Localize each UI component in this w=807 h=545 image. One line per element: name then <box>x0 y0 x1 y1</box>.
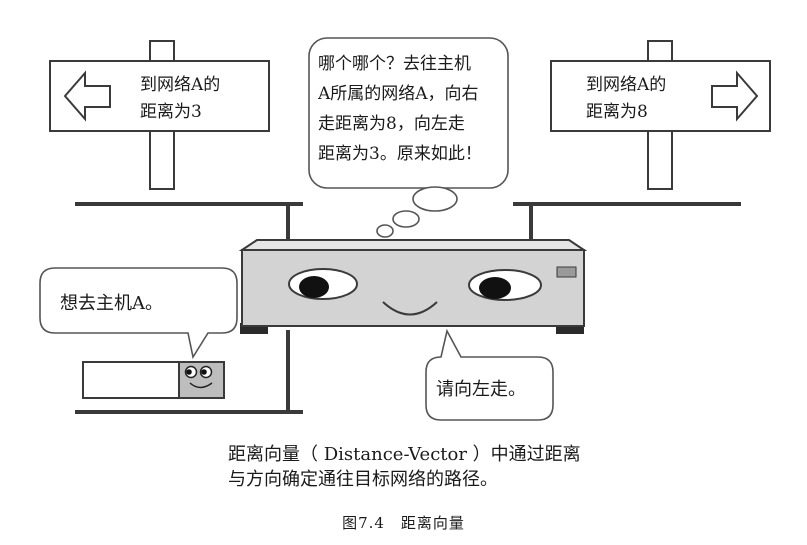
router-foot-right <box>556 323 584 334</box>
router-smile <box>382 301 438 316</box>
sign-right: 到网络A的 距离为8 <box>550 40 771 190</box>
sign-left-line2: 距离为3 <box>140 102 202 122</box>
sign-left-post-bottom <box>149 130 175 190</box>
thought-dot-medium <box>392 210 420 228</box>
host-computer <box>82 361 225 399</box>
router-indicator-light <box>556 266 577 278</box>
host-speech-box <box>39 267 238 360</box>
host-body <box>82 361 180 399</box>
host-pupil-right <box>201 369 207 375</box>
sign-right-line2: 距离为8 <box>586 102 648 122</box>
router <box>238 239 588 334</box>
host-face-panel <box>178 361 225 399</box>
sign-left-line1: 到网络A的 <box>140 75 220 95</box>
thought-line2: A所属的网络A，向右 <box>317 84 479 104</box>
router-pupil-left <box>299 276 329 298</box>
description-line2: 与方向确定通往目标网络的路径。 <box>228 469 498 490</box>
thought-dot-small <box>376 224 394 238</box>
thought-bubble: 哪个哪个？去往主机 A所属的网络A，向右 走距离为8，向左走 距离为3。原来如此… <box>308 37 509 238</box>
sign-right-line1: 到网络A的 <box>586 75 666 95</box>
thought-line4: 距离为3。原来如此！ <box>318 144 482 164</box>
sign-left: 到网络A的 距离为3 <box>49 40 270 190</box>
sign-right-post-bottom <box>647 130 673 190</box>
sign-right-post-top <box>647 40 673 62</box>
thought-line1: 哪个哪个？去往主机 <box>318 54 471 74</box>
thought-bubble-box <box>308 37 509 189</box>
thought-dot-large <box>412 186 458 212</box>
host-speech-bubble: 想去主机A。 <box>39 267 238 360</box>
left-arrow-icon <box>63 70 111 122</box>
thought-line3: 走距离为8，向左走 <box>318 114 465 134</box>
router-foot-left <box>240 323 268 334</box>
sign-left-post-top <box>149 40 175 62</box>
router-pupil-right <box>479 277 511 299</box>
host-speech-text: 想去主机A。 <box>60 293 163 314</box>
description-line1: 距离向量（ Distance-Vector ）中通过距离 <box>228 444 581 465</box>
router-speech-text: 请向左走。 <box>436 379 526 400</box>
router-speech-box <box>425 328 554 421</box>
right-arrow-icon <box>711 70 759 122</box>
router-top-face <box>238 239 588 251</box>
host-smile <box>189 382 213 389</box>
figure-caption: 图7.4 距离向量 <box>342 514 465 532</box>
router-speech-bubble: 请向左走。 <box>425 328 554 421</box>
host-pupil-left <box>186 369 192 375</box>
network-lines <box>75 202 741 414</box>
